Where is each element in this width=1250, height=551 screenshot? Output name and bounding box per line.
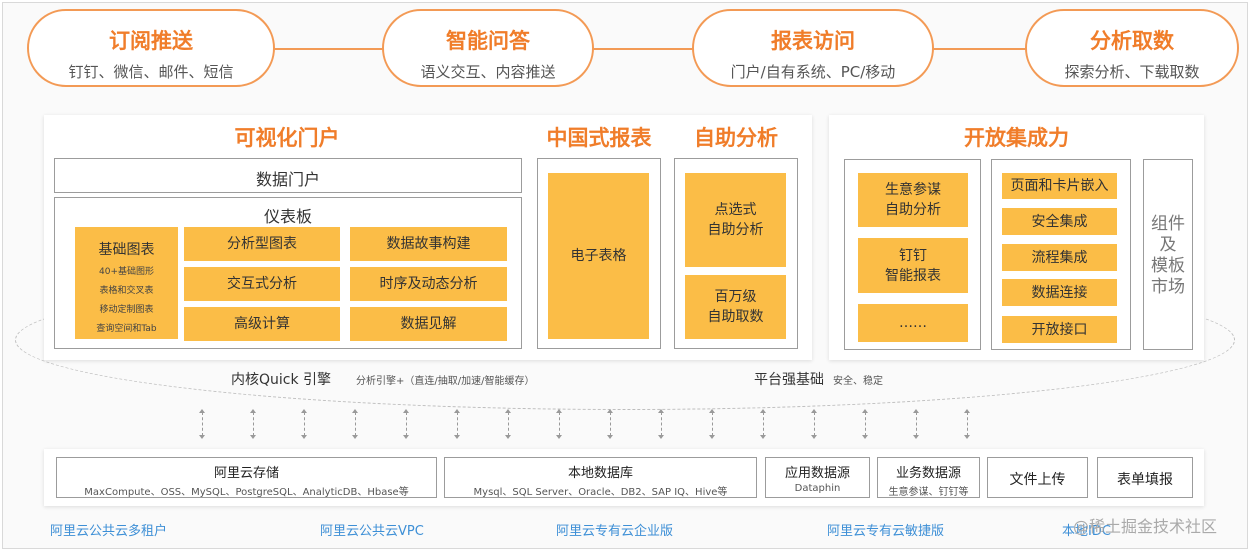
- service-sub: 钉钉、微信、邮件、短信: [68, 63, 234, 81]
- platform-label: 平台强基础: [754, 372, 824, 388]
- double-arrow-icon: [658, 409, 664, 439]
- cloud-option[interactable]: 阿里云专有云敏捷版: [827, 524, 945, 539]
- source-name: 应用数据源: [784, 466, 850, 481]
- integration-title: 开放集成力: [964, 126, 1069, 150]
- source-business: 业务数据源 生意参谋、钉钉等: [877, 457, 980, 498]
- cloud-option[interactable]: 本地IDC: [1062, 524, 1111, 539]
- data-portal-box: 数据门户: [54, 158, 522, 193]
- self-analysis-item: 百万级 自助取数: [685, 275, 786, 339]
- integration-right-item: 安全集成: [1002, 208, 1117, 235]
- service-subscribe: 订阅推送 钉钉、微信、邮件、短信: [27, 9, 275, 87]
- watermark: @稀土掘金技术社区: [1073, 517, 1218, 536]
- double-arrow-icon: [454, 409, 460, 439]
- source-form: 表单填报: [1097, 457, 1193, 498]
- dashboard-item: 分析型图表: [184, 227, 340, 261]
- source-name: 文件上传: [1009, 472, 1066, 488]
- platform-sub: 安全、稳定: [833, 376, 883, 387]
- data-portal-label: 数据门户: [255, 170, 320, 189]
- source-name: 业务数据源: [895, 466, 961, 481]
- dashboard-item: 交互式分析: [184, 267, 340, 301]
- source-desc: Dataphin: [794, 483, 841, 494]
- basic-chart-line: 表格和交叉表: [99, 286, 154, 296]
- source-desc: MaxCompute、OSS、MySQL、PostgreSQL、Analytic…: [84, 487, 409, 498]
- engine-label: 内核Quick 引擎: [231, 372, 332, 388]
- double-arrow-icon: [760, 409, 766, 439]
- self-analysis-text: 百万级 自助取数: [707, 289, 764, 325]
- service-sub: 语义交互、内容推送: [420, 63, 556, 81]
- source-app: 应用数据源 Dataphin: [765, 457, 870, 498]
- double-arrow-icon: [862, 409, 868, 439]
- basic-chart-block: 基础图表 40+基础图形 表格和交叉表 移动定制图表 查询空间和Tab: [75, 227, 178, 339]
- double-arrow-icon: [403, 409, 409, 439]
- service-sub: 门户/自有系统、PC/移动: [730, 63, 896, 81]
- service-analysis: 分析取数 探索分析、下载取数: [1025, 9, 1239, 87]
- double-arrow-icon: [301, 409, 307, 439]
- source-desc: Mysql、SQL Server、Oracle、DB2、SAP IQ、Hive等: [473, 487, 728, 498]
- source-local-db: 本地数据库 Mysql、SQL Server、Oracle、DB2、SAP IQ…: [444, 457, 757, 498]
- integration-right-item: 页面和卡片嵌入: [1002, 173, 1117, 199]
- service-report: 报表访问 门户/自有系统、PC/移动: [692, 9, 934, 87]
- integration-left-item: ……: [858, 304, 968, 342]
- self-analysis-title: 自助分析: [694, 126, 778, 150]
- core-ellipse: [15, 270, 1235, 410]
- integration-left-text: 钉钉 智能报表: [885, 247, 941, 284]
- service-title: 报表访问: [771, 29, 855, 53]
- dashboard-item: 数据故事构建: [350, 227, 507, 261]
- integration-right-item: 开放接口: [1002, 316, 1117, 343]
- self-analysis-item: 点选式 自助分析: [685, 173, 786, 267]
- self-analysis-text: 点选式 自助分析: [707, 202, 764, 238]
- service-title: 智能问答: [446, 29, 530, 53]
- double-arrow-icon: [505, 409, 511, 439]
- market-label: 组件 及 模板 市场: [1151, 214, 1185, 297]
- double-arrow-icon: [964, 409, 970, 439]
- market-box: 组件 及 模板 市场: [1143, 159, 1193, 350]
- dashboard-item: 数据见解: [350, 307, 507, 341]
- double-arrow-icon: [250, 409, 256, 439]
- service-title: 订阅推送: [109, 29, 193, 53]
- service-sub: 探索分析、下载取数: [1064, 63, 1200, 81]
- integration-left-item: 钉钉 智能报表: [858, 238, 968, 293]
- cloud-option[interactable]: 阿里云公共云多租户: [50, 524, 168, 539]
- basic-chart-line: 移动定制图表: [99, 305, 154, 315]
- basic-chart-line: 查询空间和Tab: [96, 324, 157, 334]
- integration-right-item: 数据连接: [1002, 279, 1117, 306]
- basic-chart-title: 基础图表: [98, 242, 155, 258]
- dashboard-item: 高级计算: [184, 307, 340, 341]
- source-aliyun-storage: 阿里云存储 MaxCompute、OSS、MySQL、PostgreSQL、An…: [56, 457, 437, 498]
- source-file-upload: 文件上传: [987, 457, 1088, 498]
- cloud-option[interactable]: 阿里云公共云VPC: [320, 524, 424, 539]
- spreadsheet-block: 电子表格: [548, 173, 649, 339]
- double-arrow-icon: [199, 409, 205, 439]
- double-arrow-icon: [607, 409, 613, 439]
- double-arrow-icon: [352, 409, 358, 439]
- integration-right-item: 流程集成: [1002, 244, 1117, 271]
- dashboard-item: 时序及动态分析: [350, 267, 507, 301]
- source-name: 本地数据库: [567, 466, 633, 481]
- double-arrow-icon: [556, 409, 562, 439]
- source-name: 阿里云存储: [213, 466, 279, 481]
- service-qa: 智能问答 语义交互、内容推送: [382, 9, 594, 87]
- cloud-option[interactable]: 阿里云专有云企业版: [556, 524, 674, 539]
- service-title: 分析取数: [1090, 29, 1174, 53]
- double-arrow-icon: [913, 409, 919, 439]
- connector-line: [270, 48, 1060, 50]
- double-arrow-icon: [709, 409, 715, 439]
- china-report-title: 中国式报表: [546, 126, 652, 150]
- double-arrow-icon: [811, 409, 817, 439]
- basic-chart-line: 40+基础图形: [99, 267, 154, 277]
- source-name: 表单填报: [1117, 472, 1173, 488]
- portal-title: 可视化门户: [234, 126, 340, 150]
- integration-left-text: 生意参谋 自助分析: [885, 182, 941, 218]
- integration-left-text: ……: [899, 315, 927, 331]
- engine-sub: 分析引擎+（直连/抽取/加速/智能缓存）: [356, 376, 535, 387]
- dashboard-label: 仪表板: [263, 207, 312, 226]
- source-desc: 生意参谋、钉钉等: [888, 487, 969, 498]
- integration-left-item: 生意参谋 自助分析: [858, 173, 968, 227]
